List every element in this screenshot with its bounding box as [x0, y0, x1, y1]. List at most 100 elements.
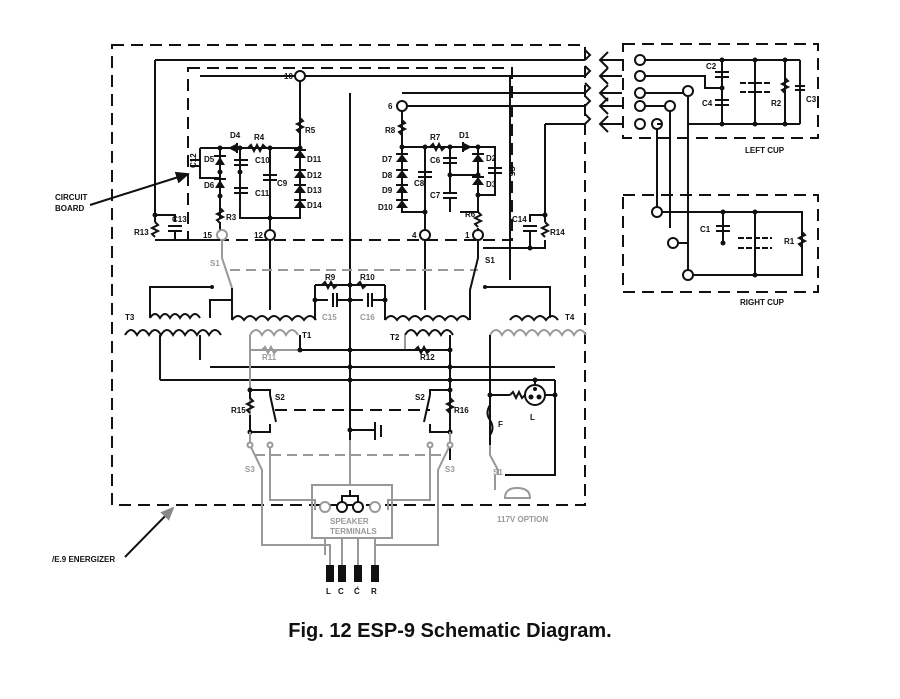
- circuit-board-callout: CIRCUIT BOARD: [55, 171, 190, 213]
- circuit-board-left: 10 R5 D4 R4 D5 D6 C10 C11 C9 D11 D12 D13…: [189, 70, 322, 310]
- label-c8: C8: [414, 179, 425, 188]
- label-s1-left: S1: [210, 259, 220, 268]
- transformer-t4: T4: [489, 313, 587, 445]
- label-r8: R8: [385, 126, 396, 135]
- label-d2: D2: [486, 154, 497, 163]
- label-d4: D4: [230, 131, 241, 140]
- s3-speaker-routing: S3 S3: [245, 432, 455, 565]
- label-t4: T4: [565, 313, 575, 322]
- cup-interconnect: [656, 96, 689, 275]
- label-f: F: [498, 420, 503, 429]
- label-c16: C16: [360, 313, 375, 322]
- label-r15: R15: [231, 406, 246, 415]
- transformer-t2: T2: [384, 315, 470, 460]
- label-c14: C14: [512, 215, 527, 224]
- bus-wires: [154, 59, 585, 440]
- right-cup: C1 R1 RIGHT CUP: [622, 194, 819, 307]
- label-c5: C5: [507, 166, 516, 177]
- label-r10: R10: [360, 273, 375, 282]
- left-cup: C2 C4 R2 C3 LEFT CUP: [622, 43, 819, 155]
- terminal: [634, 118, 646, 130]
- label-r14: R14: [550, 228, 565, 237]
- left-cup-label: LEFT CUP: [745, 146, 785, 155]
- circuit-board-label-line2: BOARD: [55, 204, 85, 213]
- terminal-1-label: 1: [465, 231, 470, 240]
- label-c4: C4: [702, 99, 713, 108]
- label-d1: D1: [459, 131, 470, 140]
- label-s3-left: S3: [245, 465, 255, 474]
- label-t1: T1: [302, 331, 312, 340]
- label-r2: R2: [771, 99, 782, 108]
- figure-caption: Fig. 12 ESP-9 Schematic Diagram.: [288, 620, 612, 642]
- label-s3-right: S3: [445, 465, 455, 474]
- label-r6: R6: [465, 210, 476, 219]
- energizer-enclosure: [111, 44, 586, 506]
- terminal-12-label: 12: [254, 231, 263, 240]
- right-cup-label: RIGHT CUP: [740, 298, 785, 307]
- transformer-t1: T1: [231, 315, 317, 350]
- label-r12: R12: [420, 353, 435, 362]
- label-s2-right: S2: [415, 393, 425, 402]
- speaker-terminals-label-line2: TERMINALS: [330, 527, 377, 536]
- speaker-terminals-label-line1: SPEAKER: [330, 517, 369, 526]
- label-c11: C11: [255, 189, 270, 198]
- label-d11: D11: [307, 155, 322, 164]
- terminal-6-label: 6: [388, 102, 393, 111]
- label-d6: D6: [204, 181, 215, 190]
- label-c9: C9: [277, 179, 288, 188]
- terminal-10-label: 10: [284, 72, 293, 81]
- label-c2: C2: [706, 62, 717, 71]
- label-r13: R13: [134, 228, 149, 237]
- option-117v-label: 117V OPTION: [497, 515, 548, 524]
- label-c3: C3: [806, 95, 817, 104]
- r14-c14: C14 R14: [483, 212, 565, 251]
- r11-r12-bus: R11 R12: [160, 335, 555, 440]
- transformer-t3: T3: [124, 299, 232, 380]
- speaker-lead-l: L: [326, 565, 334, 596]
- circuit-board-label-line1: CIRCUIT: [55, 193, 88, 202]
- label-d7: D7: [382, 155, 393, 164]
- label-c15: C15: [322, 313, 337, 322]
- label-r7: R7: [430, 133, 441, 142]
- label-s2-left: S2: [275, 393, 285, 402]
- label-d10: D10: [378, 203, 393, 212]
- svg-text:C: C: [338, 587, 344, 596]
- label-d13: D13: [307, 186, 322, 195]
- label-r16: R16: [454, 406, 469, 415]
- terminal: [634, 100, 646, 112]
- energizer-label: /E.9 ENERGIZER: [52, 555, 115, 564]
- label-d5: D5: [204, 155, 215, 164]
- label-s1-option: S1: [493, 468, 503, 477]
- terminal-15-label: 15: [203, 231, 212, 240]
- terminal-4-label: 4: [412, 231, 417, 240]
- energizer-callout: /E.9 ENERGIZER: [52, 506, 175, 564]
- label-t2: T2: [390, 333, 400, 342]
- s2-r15-r16: R15 S2 S2 R16: [231, 380, 469, 440]
- label-r5: R5: [305, 126, 316, 135]
- label-s1-right: S1: [485, 256, 495, 265]
- speaker-leads: L C Ć R: [326, 565, 379, 596]
- label-r1: R1: [784, 237, 795, 246]
- label-c6: C6: [430, 156, 441, 165]
- label-c13: C13: [172, 215, 187, 224]
- terminal: [634, 70, 646, 82]
- svg-text:L: L: [326, 587, 331, 596]
- speaker-lead-c-prime: Ć: [354, 565, 362, 596]
- label-c10: C10: [255, 156, 270, 165]
- speaker-lead-c: C: [338, 565, 346, 596]
- switch-s1-mode: S1 S1: [149, 240, 551, 320]
- power-option: L F S1 117V OPTION: [486, 377, 558, 524]
- label-d9: D9: [382, 186, 393, 195]
- terminal: [634, 54, 646, 66]
- r13-c13: R13 C13: [134, 212, 220, 241]
- label-d12: D12: [307, 171, 322, 180]
- label-c1: C1: [700, 225, 711, 234]
- label-r11: R11: [262, 353, 277, 362]
- label-c7: C7: [430, 191, 441, 200]
- label-r4: R4: [254, 133, 265, 142]
- label-r3: R3: [226, 213, 237, 222]
- label-r9: R9: [325, 273, 336, 282]
- speaker-terminals: SPEAKER TERMINALS: [311, 484, 393, 565]
- label-d14: D14: [307, 201, 322, 210]
